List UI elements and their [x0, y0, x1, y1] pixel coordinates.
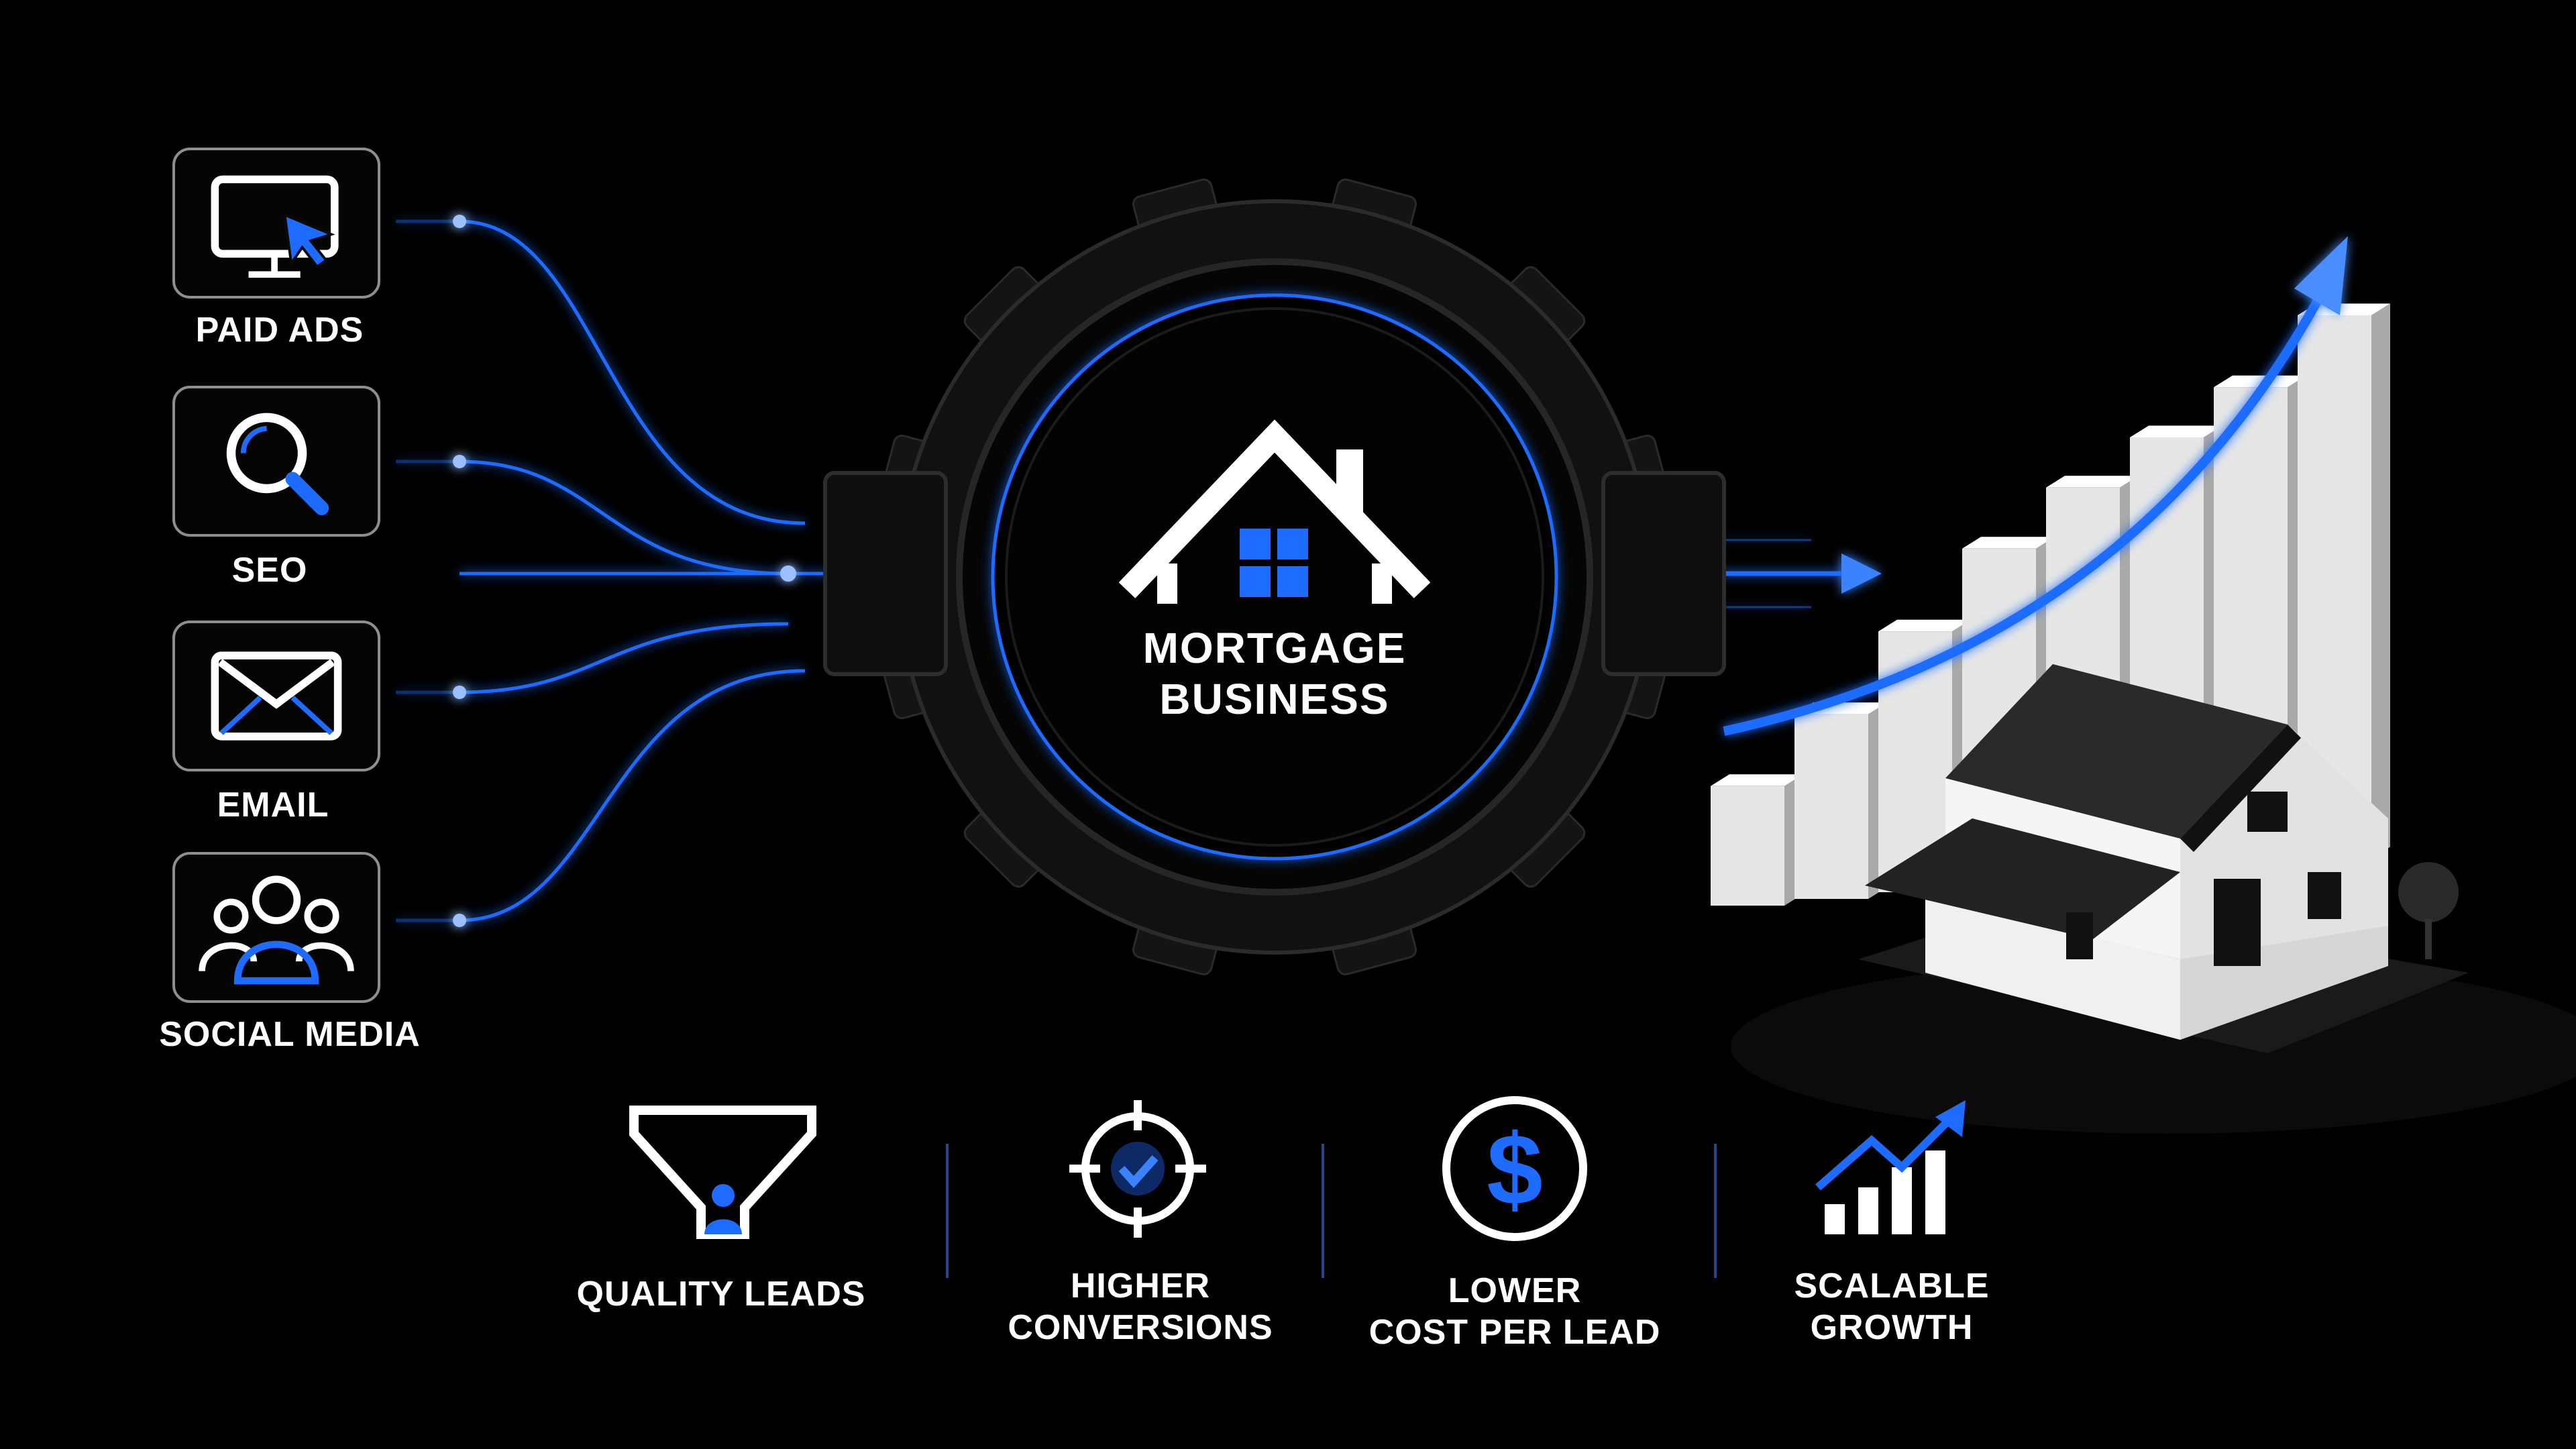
channel-card-email — [172, 621, 380, 771]
growth-trend-arrow — [1723, 279, 2332, 736]
magnifier-icon — [226, 413, 329, 516]
benefit-line2: GROWTH — [1810, 1308, 1974, 1347]
growth-bar — [1711, 774, 1803, 906]
channel-card-social-media — [172, 852, 380, 1003]
benefit-line1: HIGHER — [1070, 1267, 1211, 1305]
house-icon — [1118, 419, 1431, 604]
dollar-circle-icon: $ — [1442, 1096, 1587, 1241]
benefit-line2: COST PER LEAD — [1368, 1313, 1661, 1352]
svg-text:$: $ — [1487, 1113, 1542, 1226]
divider — [1322, 1144, 1324, 1278]
channel-label-email: EMAIL — [217, 786, 329, 824]
target-check-icon — [1069, 1100, 1206, 1238]
people-group-icon — [199, 875, 354, 985]
connector-dots — [453, 215, 796, 927]
growth-bar — [1794, 702, 1887, 899]
funnel-person-icon — [629, 1106, 816, 1239]
benefit-label-higher-conversions: HIGHER CONVERSIONS — [953, 1265, 1328, 1348]
hub-title-line1: MORTGAGE — [1142, 624, 1407, 672]
channel-card-seo — [172, 386, 380, 537]
benefit-label-scalable-growth: SCALABLE GROWTH — [1704, 1265, 2080, 1348]
growth-chart — [1711, 236, 2576, 1134]
divider — [1714, 1144, 1717, 1278]
output-arrow — [1717, 539, 1882, 608]
channel-card-paid-ads — [172, 148, 380, 299]
hub-gear — [823, 178, 1726, 975]
channel-label-social-media: SOCIAL MEDIA — [159, 1015, 421, 1054]
benefit-line2: CONVERSIONS — [1008, 1308, 1273, 1347]
benefit-label-quality-leads: QUALITY LEADS — [533, 1273, 909, 1315]
monitor-cursor-icon — [211, 175, 339, 278]
hub-title-line2: BUSINESS — [1159, 675, 1390, 723]
envelope-icon — [211, 651, 342, 741]
benefit-line1: QUALITY LEADS — [576, 1275, 866, 1313]
channel-connectors — [396, 219, 832, 922]
channel-label-seo: SEO — [231, 551, 308, 590]
growth-bars-icon — [1815, 1100, 1966, 1234]
divider — [946, 1144, 949, 1278]
house-illustration — [1858, 664, 2469, 1053]
benefit-label-lower-cost-per-lead: LOWER COST PER LEAD — [1327, 1270, 1703, 1353]
benefit-line1: SCALABLE — [1794, 1267, 1990, 1305]
hub-title: MORTGAGE BUSINESS — [1046, 623, 1503, 724]
channel-label-paid-ads: PAID ADS — [195, 311, 364, 350]
benefit-line1: LOWER — [1448, 1271, 1582, 1310]
